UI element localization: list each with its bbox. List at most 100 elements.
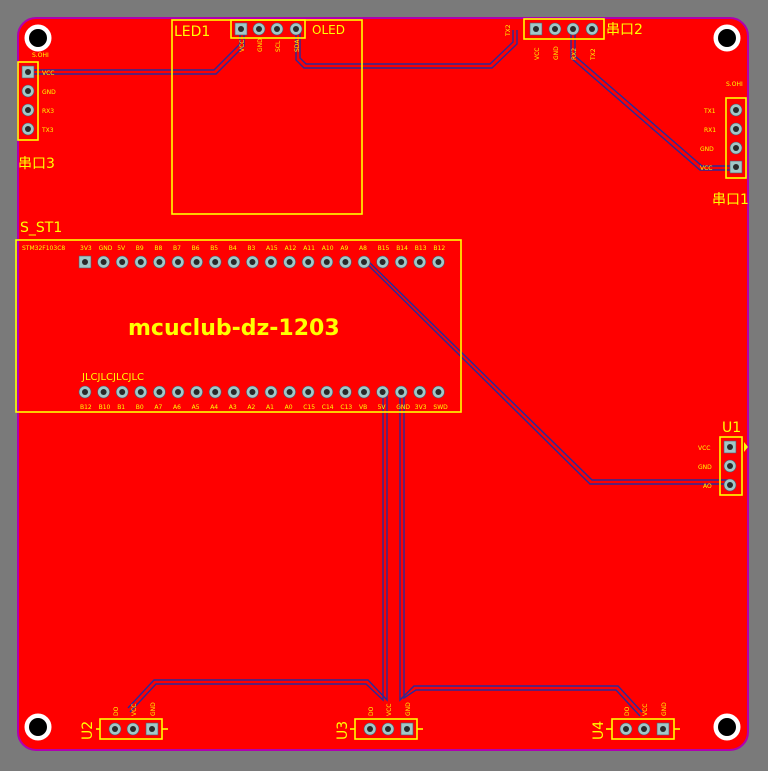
mounting-hole [713, 24, 741, 52]
led1-pin-label: SDA [294, 39, 301, 52]
s-st1-pin-label: A11 [303, 245, 315, 252]
s-st1-pin: A15 [264, 245, 278, 269]
serial3-pin-label: TX3 [41, 127, 54, 134]
s-st1-pin: 3V3 [78, 245, 92, 269]
u4-pin-label: VCC [642, 704, 649, 716]
s-st1-pin-label: A8 [359, 245, 367, 252]
s-st1-pin: B3 [246, 245, 259, 269]
s-st1-pin: 5V [376, 385, 389, 411]
s-st1-pin-label: 5V [117, 245, 126, 252]
s-st1-pin: B0 [134, 385, 148, 411]
mounting-hole [24, 24, 52, 52]
led1-label: OLED [312, 23, 345, 37]
serial1-header-note: S.OHI [726, 81, 743, 88]
u2-ref: U2 [80, 721, 96, 740]
s-st1-pin: C15 [301, 385, 315, 411]
component-led1: LED1 OLED VCC GND SCL SDA [171, 19, 363, 215]
s-st1-pin: A11 [301, 245, 315, 269]
s-st1-pin: A1 [264, 385, 278, 411]
s-st1-pin: A6 [171, 385, 185, 411]
serial3-pin-label: VCC [42, 70, 54, 77]
s-st1-pin-label: 5V [378, 404, 387, 411]
s-st1-pin: 3V3 [413, 385, 427, 411]
s-st1-pin: A0 [283, 385, 296, 411]
s-st1-pin: C13 [339, 385, 352, 411]
s-st1-pin-label: A5 [192, 404, 200, 411]
u4-pin-label: GND [661, 702, 668, 716]
s-st1-pin: 5V [115, 245, 129, 269]
s-st1-pin-label: GND [99, 245, 113, 252]
board-copper [17, 17, 749, 751]
serial1-pin-label: VCC [700, 165, 712, 172]
serial1-ref: 串口1 [712, 192, 749, 208]
component-u1: U1 VCC GND AO [698, 420, 748, 496]
s-st1-pin-label: B10 [99, 404, 111, 411]
s-st1-pin-label: B7 [173, 245, 181, 252]
serial3-header-note: S.OHI [32, 52, 49, 59]
u4-pin-label: DO [624, 706, 631, 716]
u3-pin-label: DO [368, 706, 375, 716]
s-st1-pin-label: B0 [136, 404, 144, 411]
u1-pin-label: AO [703, 483, 712, 490]
component-serial2: 串口2 TX2 VCC GND RX2 TX2 [505, 18, 643, 61]
s-st1-pin: GND [97, 245, 113, 269]
s-st1-pin-label: A12 [285, 245, 297, 252]
s-st1-pin: A7 [153, 385, 166, 411]
u2-pin-label: DO [113, 706, 120, 716]
s-st1-pin-label: A7 [154, 404, 162, 411]
serial2-ref: 串口2 [606, 22, 643, 38]
s-st1-pin-label: B12 [80, 404, 92, 411]
u3-ref: U3 [335, 721, 351, 740]
s-st1-pin-label: C14 [322, 404, 334, 411]
s-st1-left-note: STM32F103C8 [22, 245, 65, 252]
led1-pin-label: SCL [275, 40, 282, 52]
s-st1-pin-label: B14 [396, 245, 408, 252]
s-st1-pin-label: A0 [285, 404, 293, 411]
s-st1-pin-label: A10 [322, 245, 334, 252]
serial2-pin-label: VCC [534, 48, 541, 60]
s-st1-pin-label: A15 [266, 245, 278, 252]
s-st1-pin-label: C13 [340, 404, 352, 411]
s-st1-pin: B8 [153, 245, 166, 269]
u1-ref: U1 [722, 420, 741, 436]
serial3-pin-label: GND [42, 89, 56, 96]
s-st1-pin-label: GND [396, 404, 410, 411]
s-st1-pin-label: B4 [229, 245, 237, 252]
serial1-pin-label: RX1 [704, 127, 716, 134]
s-st1-pin: B14 [394, 245, 408, 269]
serial3-pin-label: RX3 [42, 108, 54, 115]
s-st1-pin: A12 [283, 245, 297, 269]
s-st1-pin: B5 [208, 245, 222, 269]
u1-pin-label: GND [698, 464, 712, 471]
s-st1-pin-label: A3 [229, 404, 237, 411]
u2-pin-label: GND [150, 702, 157, 716]
s-st1-pin-label: B5 [210, 245, 218, 252]
s-st1-ref: S_ST1 [20, 220, 62, 236]
s-st1-pin: B1 [115, 385, 129, 411]
s-st1-pin: A5 [190, 385, 203, 411]
u3-pin-label: GND [405, 702, 412, 716]
component-serial1: S.OHI TX1 RX1 GND VCC 串口1 [700, 81, 749, 208]
led1-ref: LED1 [174, 24, 210, 40]
s-st1-pin-label: A1 [266, 404, 274, 411]
s-st1-pin-label: 3V3 [80, 245, 92, 252]
s-st1-pin: B9 [134, 245, 148, 269]
component-u3: U3 DO VCC GND [335, 702, 423, 740]
s-st1-pin: B12 [432, 245, 445, 269]
s-st1-pin: B13 [413, 245, 427, 269]
led1-pin-label: GND [257, 38, 264, 52]
board-title: mcuclub-dz-1203 [128, 316, 340, 341]
u4-ref: U4 [591, 721, 607, 740]
s-st1-pin: B10 [97, 385, 111, 411]
s-st1-pin: B15 [376, 245, 390, 269]
s-st1-pin-label: B15 [378, 245, 390, 252]
s-st1-pin-label: A4 [210, 404, 218, 411]
s-st1-pin-label: B12 [433, 245, 445, 252]
s-st1-pin-label: A9 [340, 245, 348, 252]
serial2-pin-label: TX2 [590, 48, 597, 61]
s-st1-pin: A9 [339, 245, 352, 269]
